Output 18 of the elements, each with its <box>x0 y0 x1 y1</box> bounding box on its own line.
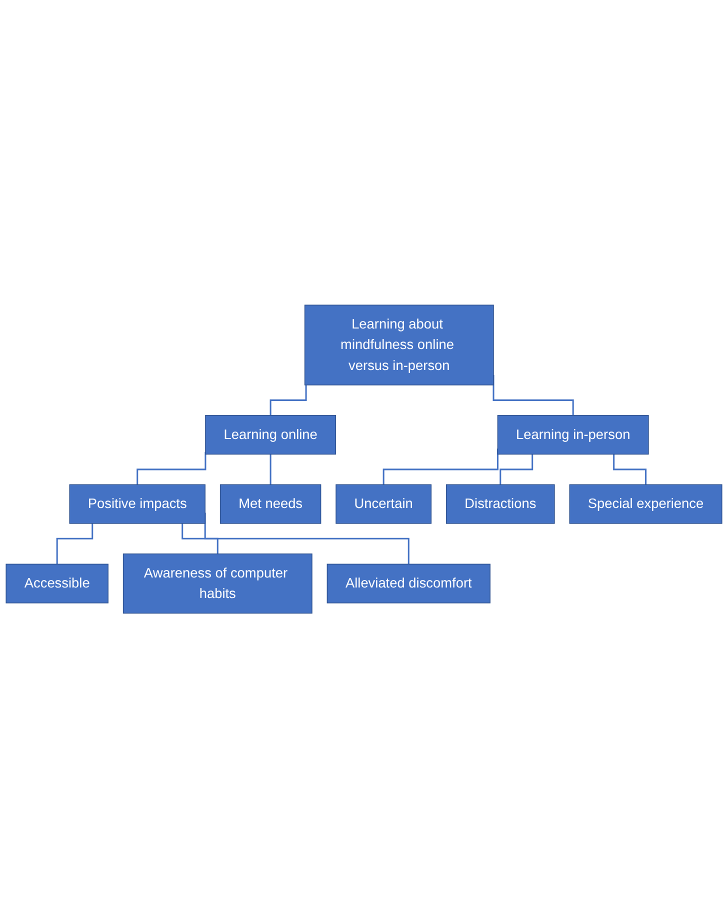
connector <box>136 452 206 486</box>
connector <box>56 524 94 566</box>
connector <box>182 524 218 555</box>
node-box: Learning about mindfulness online versus in-person <box>304 305 494 386</box>
node-box: Awareness of computer habits <box>122 554 312 614</box>
node-box: Positive impacts <box>69 484 206 524</box>
node-box: Uncertain <box>336 484 432 524</box>
node-box: Accessible <box>6 564 108 604</box>
node-box: Distractions <box>446 484 555 524</box>
connector <box>270 454 272 486</box>
node-box: Learning in-person <box>497 415 649 455</box>
connector <box>270 385 307 416</box>
node-box: Learning online <box>205 415 336 455</box>
node-box: Met needs <box>220 484 322 524</box>
connector <box>500 454 534 486</box>
node-box: Alleviated discomfort <box>326 564 490 604</box>
connector <box>613 454 647 486</box>
node-box: Special experience <box>569 484 722 524</box>
